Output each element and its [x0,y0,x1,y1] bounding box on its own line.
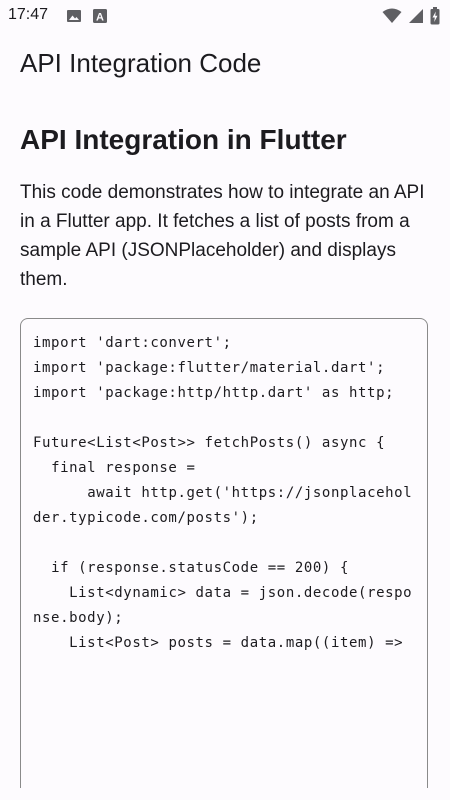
signal-icon [408,8,424,28]
image-icon [66,8,82,28]
battery-icon [430,7,440,29]
app-bar: API Integration Code [0,32,450,96]
svg-text:A: A [96,12,104,24]
code-text: import 'dart:convert'; import 'package:f… [33,335,413,651]
app-title: API Integration Code [20,48,262,78]
page-heading: API Integration in Flutter [20,124,347,155]
content-area: API Integration in Flutter This code dem… [20,110,430,294]
status-bar: 17:47 A [0,0,450,32]
wifi-icon [382,8,402,28]
code-block[interactable]: import 'dart:convert'; import 'package:f… [20,318,428,788]
font-icon: A [92,8,108,28]
status-icons-right [382,7,440,29]
status-time: 17:47 [8,6,49,23]
page-description: This code demonstrates how to integrate … [20,182,425,290]
status-icons-left: A [66,8,108,28]
